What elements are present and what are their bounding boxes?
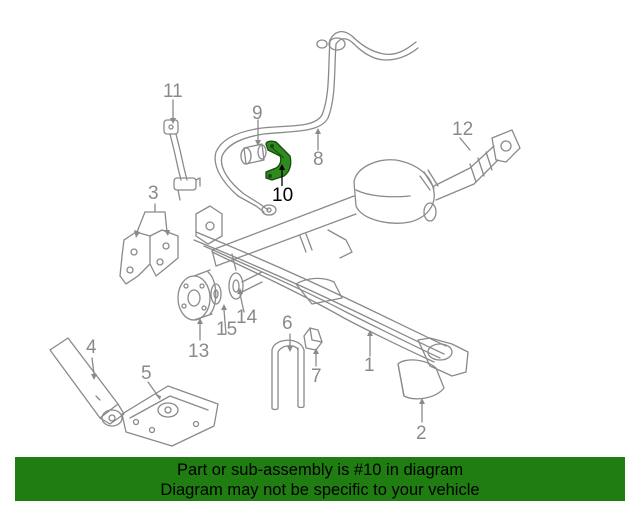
rear-axle-housing: [211, 129, 521, 271]
bump-stop: [303, 327, 323, 351]
washer: [210, 283, 222, 305]
banner-line-2: Diagram may not be specific to your vehi…: [160, 481, 480, 499]
callout-11: 11: [163, 81, 183, 102]
callout-arrowheads: [91, 118, 425, 404]
shock-absorber: [49, 337, 125, 427]
axle-seal: [228, 271, 263, 300]
stabilizer-bar: [214, 30, 419, 216]
info-banner: Part or sub-assembly is #10 in diagram D…: [15, 457, 625, 501]
callout-13: 13: [188, 341, 210, 362]
callout-6: 6: [282, 313, 293, 334]
spring-seat: [397, 359, 445, 400]
banner-line-1: Part or sub-assembly is #10 in diagram: [176, 461, 464, 479]
exploded-parts-diagram: [49, 30, 521, 447]
hub-flange: [177, 269, 217, 321]
shock-mount-bracket: [121, 385, 219, 447]
callout-10: 10: [272, 185, 294, 206]
callout-2: 2: [416, 423, 427, 444]
callout-14: 14: [236, 307, 258, 328]
callout-7: 7: [311, 366, 322, 387]
callout-8: 8: [313, 149, 324, 170]
spring-shackle-brackets: [119, 229, 179, 285]
callout-15: 15: [216, 319, 238, 340]
callout-5: 5: [141, 363, 152, 384]
callout-leader-lines: [91, 99, 471, 423]
callout-9: 9: [252, 103, 263, 124]
leaf-spring: [193, 205, 469, 377]
callout-1: 1: [364, 355, 375, 376]
callout-10-arrowhead: [279, 164, 285, 170]
u-bolt: [271, 339, 305, 411]
stabilizer-end-link: [163, 119, 201, 201]
callout-4: 4: [86, 337, 97, 358]
callout-12: 12: [452, 119, 474, 140]
highlighted-part-10-bushing-clamp[interactable]: [265, 140, 292, 181]
stabilizer-bushing: [240, 143, 267, 165]
callout-3: 3: [148, 183, 159, 204]
